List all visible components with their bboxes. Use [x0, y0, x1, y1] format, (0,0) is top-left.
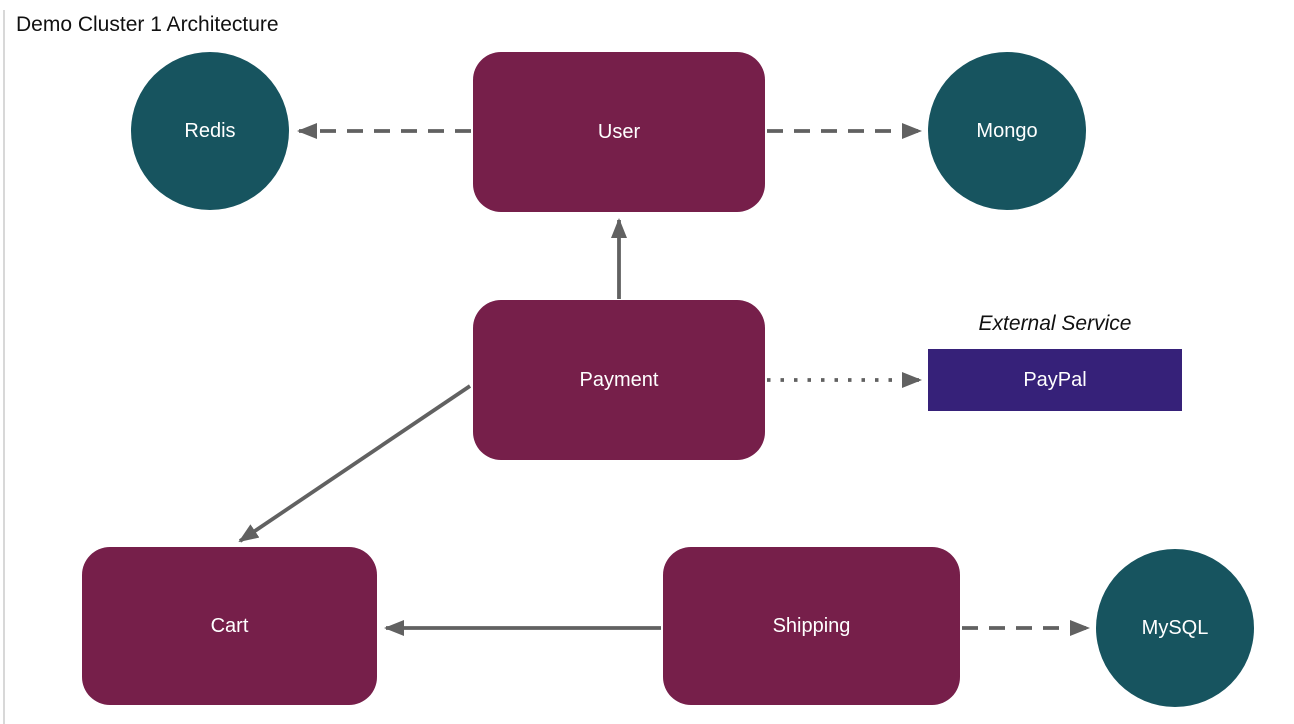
node-mysql: MySQL	[1096, 549, 1254, 707]
node-paypal: PayPal	[928, 349, 1182, 411]
left-edge-divider	[3, 10, 5, 724]
node-mongo: Mongo	[928, 52, 1086, 210]
node-redis-label: Redis	[184, 119, 236, 142]
node-shipping-label: Shipping	[772, 614, 851, 637]
node-cart-label: Cart	[210, 614, 249, 637]
node-paypal-label: PayPal	[1023, 368, 1087, 391]
node-redis: Redis	[131, 52, 289, 210]
node-payment-label: Payment	[579, 368, 659, 391]
node-shipping: Shipping	[663, 547, 960, 705]
external-service-annotation: External Service	[978, 312, 1132, 335]
node-payment: Payment	[473, 300, 765, 460]
node-mysql-label: MySQL	[1141, 616, 1209, 639]
node-user: User	[473, 52, 765, 212]
diagram-title: Demo Cluster 1 Architecture	[16, 13, 279, 36]
node-cart: Cart	[82, 547, 377, 705]
edge-payment-to-cart	[238, 384, 472, 543]
node-mongo-label: Mongo	[976, 119, 1038, 142]
node-user-label: User	[597, 120, 641, 143]
